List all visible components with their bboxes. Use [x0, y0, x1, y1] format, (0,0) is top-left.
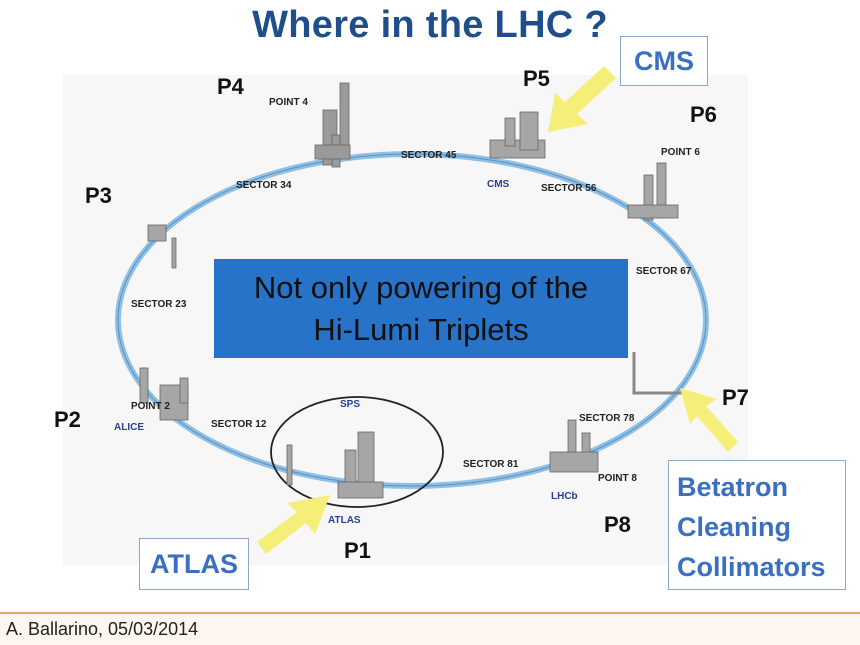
betatron-line-3: Collimators	[677, 552, 826, 582]
cms-callout: CMS	[620, 36, 708, 86]
point-label-p8: P8	[604, 512, 631, 537]
point-label-p2: P2	[54, 407, 81, 432]
atlas-arrow	[257, 495, 330, 554]
betatron-line-2: Cleaning	[677, 512, 792, 542]
betatron-line-1: Betatron	[677, 472, 789, 502]
point-6-label: POINT 6	[661, 147, 700, 158]
sps-ring	[270, 396, 444, 508]
sector-34-label: SECTOR 34	[236, 180, 292, 191]
point-7-structure	[632, 352, 690, 395]
sps-label: SPS	[340, 399, 361, 410]
point-6-structure	[627, 162, 679, 221]
point-label-p1: P1	[344, 538, 371, 563]
point-label-p7: P7	[722, 385, 749, 410]
cms-label: CMS	[487, 179, 510, 190]
point-4-structure	[314, 82, 351, 168]
betatron-callout: Betatron Cleaning Collimators	[668, 460, 846, 590]
sector-67-label: SECTOR 67	[636, 266, 692, 277]
footer-text: A. Ballarino, 05/03/2014	[6, 619, 199, 639]
point-3-structure	[147, 224, 177, 269]
sector-81-label: SECTOR 81	[463, 459, 519, 470]
page-title: Where in the LHC ?	[252, 4, 608, 46]
point-1-structure	[286, 431, 384, 499]
sector-56-label: SECTOR 56	[541, 183, 597, 194]
point-8-label: POINT 8	[598, 473, 637, 484]
atlas-label: ATLAS	[328, 515, 361, 526]
point-label-p4: P4	[217, 74, 244, 99]
point-2-label: POINT 2	[131, 401, 170, 412]
banner-line-2: Hi-Lumi Triplets	[313, 312, 529, 347]
sector-45-label: SECTOR 45	[401, 150, 457, 161]
cms-arrow	[548, 66, 616, 132]
betatron-arrow	[680, 388, 738, 452]
sector-23-label: SECTOR 23	[131, 299, 187, 310]
sector-78-label: SECTOR 78	[579, 413, 635, 424]
point-4-label: POINT 4	[269, 97, 308, 108]
point-2-structure	[139, 367, 189, 421]
point-8-structure	[549, 419, 599, 473]
powering-banner: Not only powering of the Hi-Lumi Triplet…	[214, 259, 628, 358]
point-label-p3: P3	[85, 183, 112, 208]
footer-divider	[0, 612, 860, 614]
sector-12-label: SECTOR 12	[211, 419, 267, 430]
atlas-callout: ATLAS	[139, 538, 249, 590]
point-label-p6: P6	[690, 102, 717, 127]
point-label-p5: P5	[523, 66, 550, 91]
lhcb-label: LHCb	[551, 491, 578, 502]
banner-line-1: Not only powering of the	[253, 270, 589, 305]
alice-label: ALICE	[114, 422, 144, 433]
point-5-structure	[489, 111, 546, 159]
footer-bar: A. Ballarino, 05/03/2014	[0, 614, 860, 645]
